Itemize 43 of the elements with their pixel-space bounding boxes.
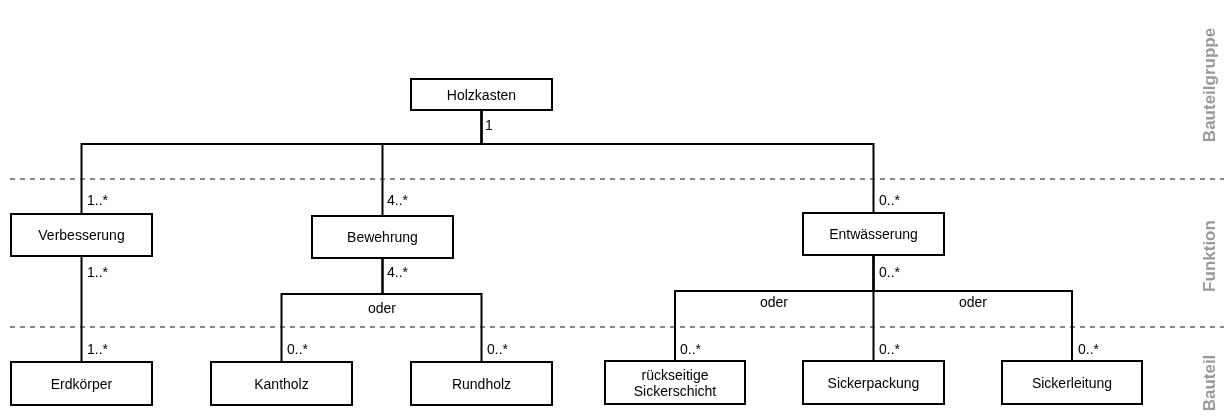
level-label: Bauteil — [1202, 354, 1218, 412]
node-label: Sickerpackung — [827, 374, 920, 391]
multiplicity-label: 4..* — [387, 264, 408, 280]
class-box — [802, 212, 945, 256]
class-box — [1001, 360, 1143, 405]
multiplicity-label: 1..* — [87, 192, 108, 208]
multiplicity-label: 0..* — [680, 341, 701, 357]
multiplicity-label: 0..* — [287, 341, 308, 357]
multiplicity-label: 0..* — [1078, 341, 1099, 357]
multiplicity-label: 0..* — [879, 264, 900, 280]
node-label: Holzkasten — [446, 86, 517, 103]
node-label: rückseitige Sickerschicht — [632, 366, 718, 399]
alternative-label: oder — [760, 294, 788, 310]
node-label: Bewehrung — [347, 229, 418, 245]
level-label: Bauteilgruppe — [1202, 27, 1218, 143]
node-label: Entwässerung — [829, 226, 918, 242]
class-box — [10, 213, 153, 257]
node-label: Verbesserung — [38, 227, 125, 243]
node-label: Erdkörper — [50, 375, 113, 392]
multiplicity-label: 0..* — [487, 341, 508, 357]
class-box — [210, 361, 353, 406]
multiplicity-label: 1..* — [87, 341, 108, 357]
class-box — [604, 360, 746, 405]
alternative-label: oder — [959, 294, 987, 310]
multiplicity-label: 0..* — [879, 341, 900, 357]
node-label: Sickerleitung — [1031, 374, 1113, 391]
class-box — [311, 215, 454, 259]
node-label: Kantholz — [254, 375, 309, 392]
multiplicity-label: 0..* — [879, 192, 900, 208]
level-label: Funktion — [1202, 220, 1218, 292]
multiplicity-label: 1..* — [87, 264, 108, 280]
connector-line — [381, 258, 483, 362]
node-label: Rundholz — [451, 375, 512, 392]
alternative-label: oder — [368, 300, 396, 316]
class-box — [10, 361, 153, 406]
class-box — [410, 78, 553, 111]
connector-line — [872, 255, 1073, 361]
class-box — [802, 360, 945, 405]
connector-line — [480, 110, 875, 213]
class-box — [410, 361, 553, 406]
connector-line — [80, 256, 83, 362]
multiplicity-label: 1 — [485, 117, 493, 133]
multiplicity-label: 4..* — [387, 192, 408, 208]
